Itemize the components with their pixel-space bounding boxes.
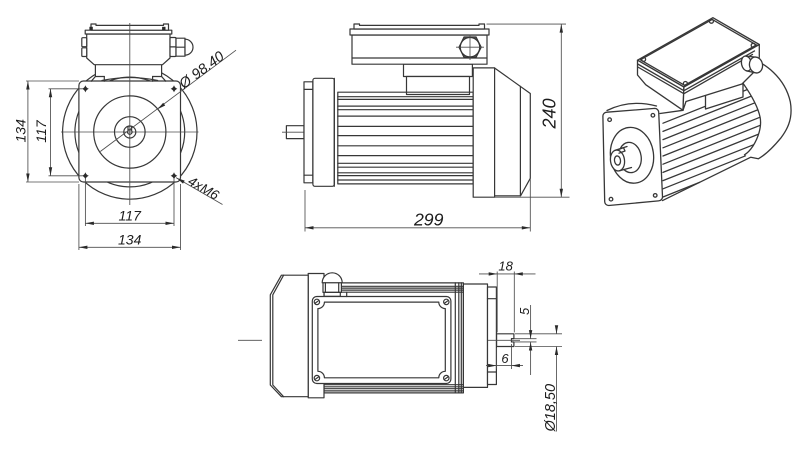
svg-text:117: 117 bbox=[33, 119, 49, 143]
svg-text:299: 299 bbox=[413, 210, 444, 230]
svg-text:240: 240 bbox=[540, 98, 560, 129]
svg-text:5: 5 bbox=[517, 307, 532, 315]
svg-text:18: 18 bbox=[498, 258, 513, 273]
svg-text:Ø18,50: Ø18,50 bbox=[543, 384, 559, 433]
svg-text:134: 134 bbox=[13, 119, 29, 143]
svg-text:134: 134 bbox=[118, 232, 142, 248]
svg-text:6: 6 bbox=[501, 351, 509, 366]
svg-text:117: 117 bbox=[119, 208, 143, 224]
